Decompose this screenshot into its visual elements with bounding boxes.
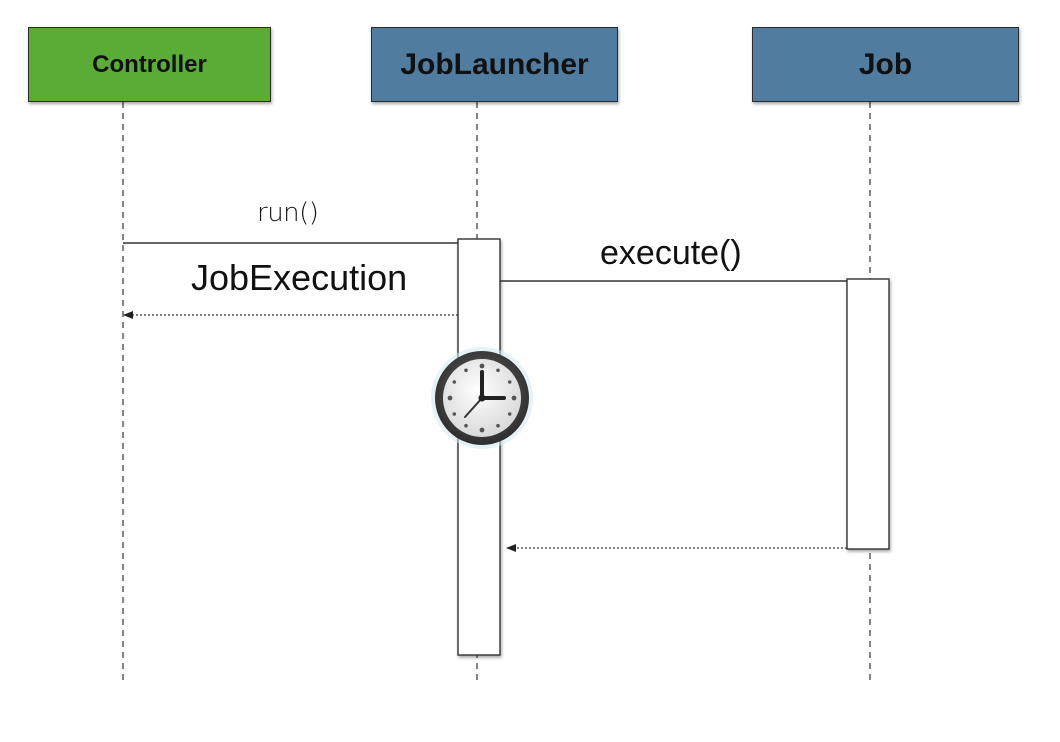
job-label: Job (858, 47, 913, 81)
controller-label: Controller (92, 50, 207, 78)
job-participant: Job (752, 27, 1019, 102)
run-message-label: run() (257, 198, 319, 228)
job-activation (846, 278, 890, 550)
controller-participant: Controller (28, 27, 271, 102)
execute-message-label: execute() (600, 234, 742, 272)
joblauncher-participant: JobLauncher (371, 27, 618, 102)
clock-icon (431, 347, 533, 449)
joblauncher-label: JobLauncher (400, 47, 589, 81)
jobexecution-message-label: JobExecution (191, 257, 408, 298)
